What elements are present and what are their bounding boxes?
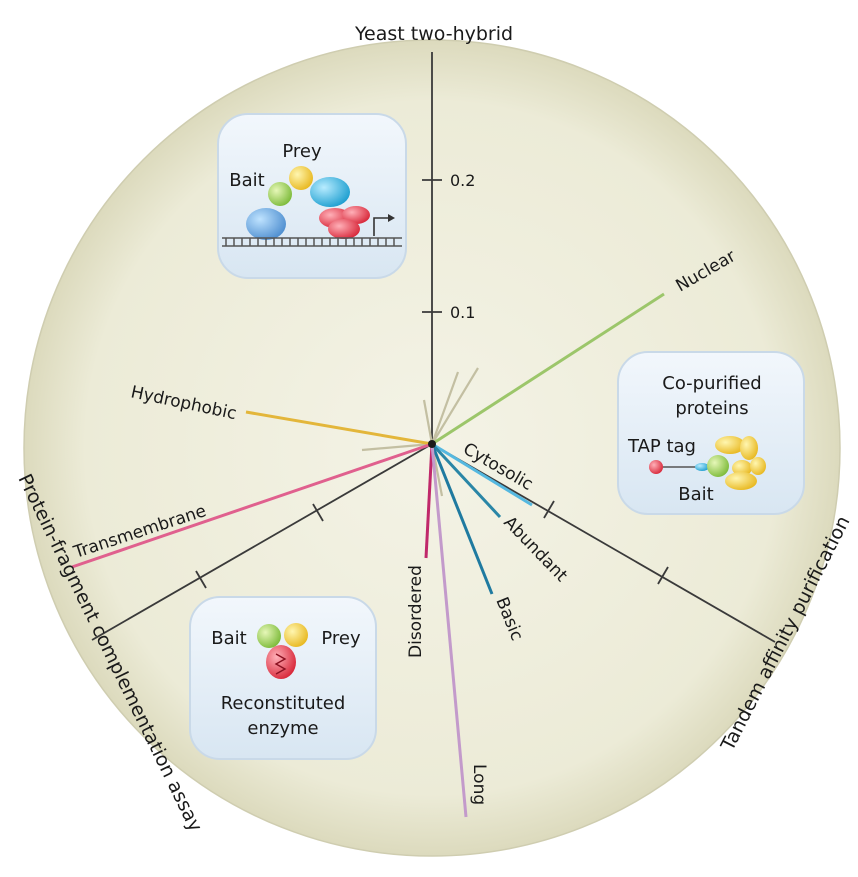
tick-pca-1 <box>312 503 324 522</box>
pca-prey-shape <box>284 623 308 647</box>
tick-label-01: 0.1 <box>450 303 475 322</box>
vector-cytosolic <box>431 442 533 507</box>
tap-bait-shape <box>707 455 729 477</box>
tap-proteins-label: proteins <box>675 398 748 419</box>
label-long: Long <box>469 764 489 805</box>
vector-long <box>430 443 468 818</box>
vector-abundant <box>430 442 502 519</box>
tick-label-02: 0.2 <box>450 171 475 190</box>
tap-tag-label: TAP tag <box>627 436 696 457</box>
y2h-bait-label: Bait <box>229 170 264 191</box>
y2h-dbd-shape <box>246 208 286 240</box>
vector-basic <box>430 443 494 595</box>
y2h-dna <box>222 237 402 247</box>
tap-copurified-label: Co-purified <box>662 373 761 394</box>
tap-copurified-shapes <box>725 472 757 490</box>
panel-y2h: Bait Prey <box>217 113 407 279</box>
vector-nuclear <box>431 292 665 446</box>
pca-enzyme-label: enzyme <box>247 718 318 739</box>
vector-transmembrane <box>71 442 433 569</box>
tap-tag-shape <box>649 460 663 474</box>
origin-point <box>428 440 436 448</box>
axis-pca <box>91 443 433 641</box>
axis-tap <box>431 443 776 643</box>
vector-hydrophobic <box>245 410 433 446</box>
y2h-prey-shape <box>289 166 313 190</box>
y2h-promoter-arrow <box>373 217 388 236</box>
pca-prey-label: Prey <box>321 628 361 649</box>
y2h-ad-shape <box>310 177 350 207</box>
axis-title-y2h: Yeast two-hybrid <box>354 23 513 45</box>
y2h-prey-label: Prey <box>282 141 322 162</box>
y2h-polymerase-shape <box>328 219 360 239</box>
label-disordered: Disordered <box>406 565 426 658</box>
pca-bait-label: Bait <box>211 628 246 649</box>
tap-bait-label: Bait <box>678 484 713 505</box>
pca-reconstituted-label: Reconstituted <box>221 693 346 714</box>
panel-tap: Co-purified proteins TAP tag Bait <box>617 351 805 515</box>
tick-tap-2 <box>657 566 669 585</box>
vector-disordered <box>424 443 434 559</box>
tick-tap-1 <box>543 500 555 519</box>
y2h-bait-shape <box>268 182 292 206</box>
pca-bait-shape <box>257 624 281 648</box>
tick-pca-2 <box>195 570 207 589</box>
panel-pca: Bait Prey Reconstituted enzyme <box>189 596 377 760</box>
